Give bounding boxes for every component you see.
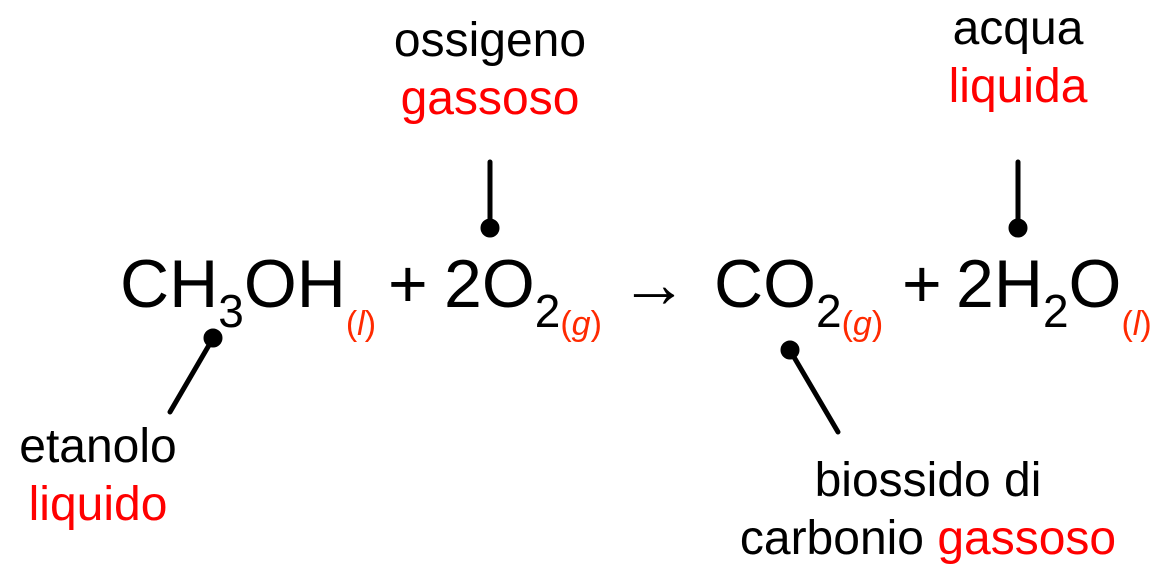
co2-label-line2: carbonio gassoso [718,510,1138,568]
oxygen-label-state: gassoso [400,72,580,125]
oxygen-formula: 2O [444,246,535,322]
oxygen-label-name: ossigeno [393,14,587,67]
reactant-oxygen: 2O2(g) [444,244,602,343]
water-state: (l) [1121,305,1152,343]
product-co2: CO2(g) [714,244,883,343]
water-formula: 2H [956,246,1043,322]
co2-label-state: gassoso [937,512,1117,565]
ethanol-label-name: etanolo [19,420,177,473]
ethanol-connector [167,337,215,415]
plus-sign-1: + [388,246,428,322]
ethanol-label: etanolo liquido [0,418,196,534]
water-label-name: acqua [952,2,1084,55]
oxygen-connector-dot [480,218,500,238]
water-label: acqua liquida [908,0,1128,116]
methanol-oh: OH [243,246,346,322]
oxygen-subscript: 2 [534,285,561,337]
water-subscript: 2 [1042,285,1069,337]
water-connector-dot [1008,218,1028,238]
co2-formula: CO [714,246,816,322]
methanol-ch: CH [120,246,219,322]
water-label-state: liquida [948,60,1088,113]
water-o: O [1068,246,1122,322]
methanol-subscript: 3 [218,285,244,337]
co2-connector-dot [780,340,800,360]
co2-label-name-part2: carbonio [739,512,938,565]
methanol-state: (l) [345,305,377,343]
reactant-methanol: CH3OH(l) [120,244,376,343]
product-water: 2H2O(l) [956,244,1152,343]
oxygen-label: ossigeno gassoso [370,12,610,128]
co2-label: biossido di carbonio gassoso [718,452,1138,568]
co2-label-name: biossido di [814,454,1042,507]
co2-state: (g) [841,305,884,343]
ethanol-label-state: liquido [28,478,168,531]
co2-subscript: 2 [816,285,842,337]
reaction-arrow: → [620,246,688,322]
oxygen-state: (g) [560,305,602,343]
co2-connector [788,349,841,435]
plus-sign-2: + [902,246,942,322]
